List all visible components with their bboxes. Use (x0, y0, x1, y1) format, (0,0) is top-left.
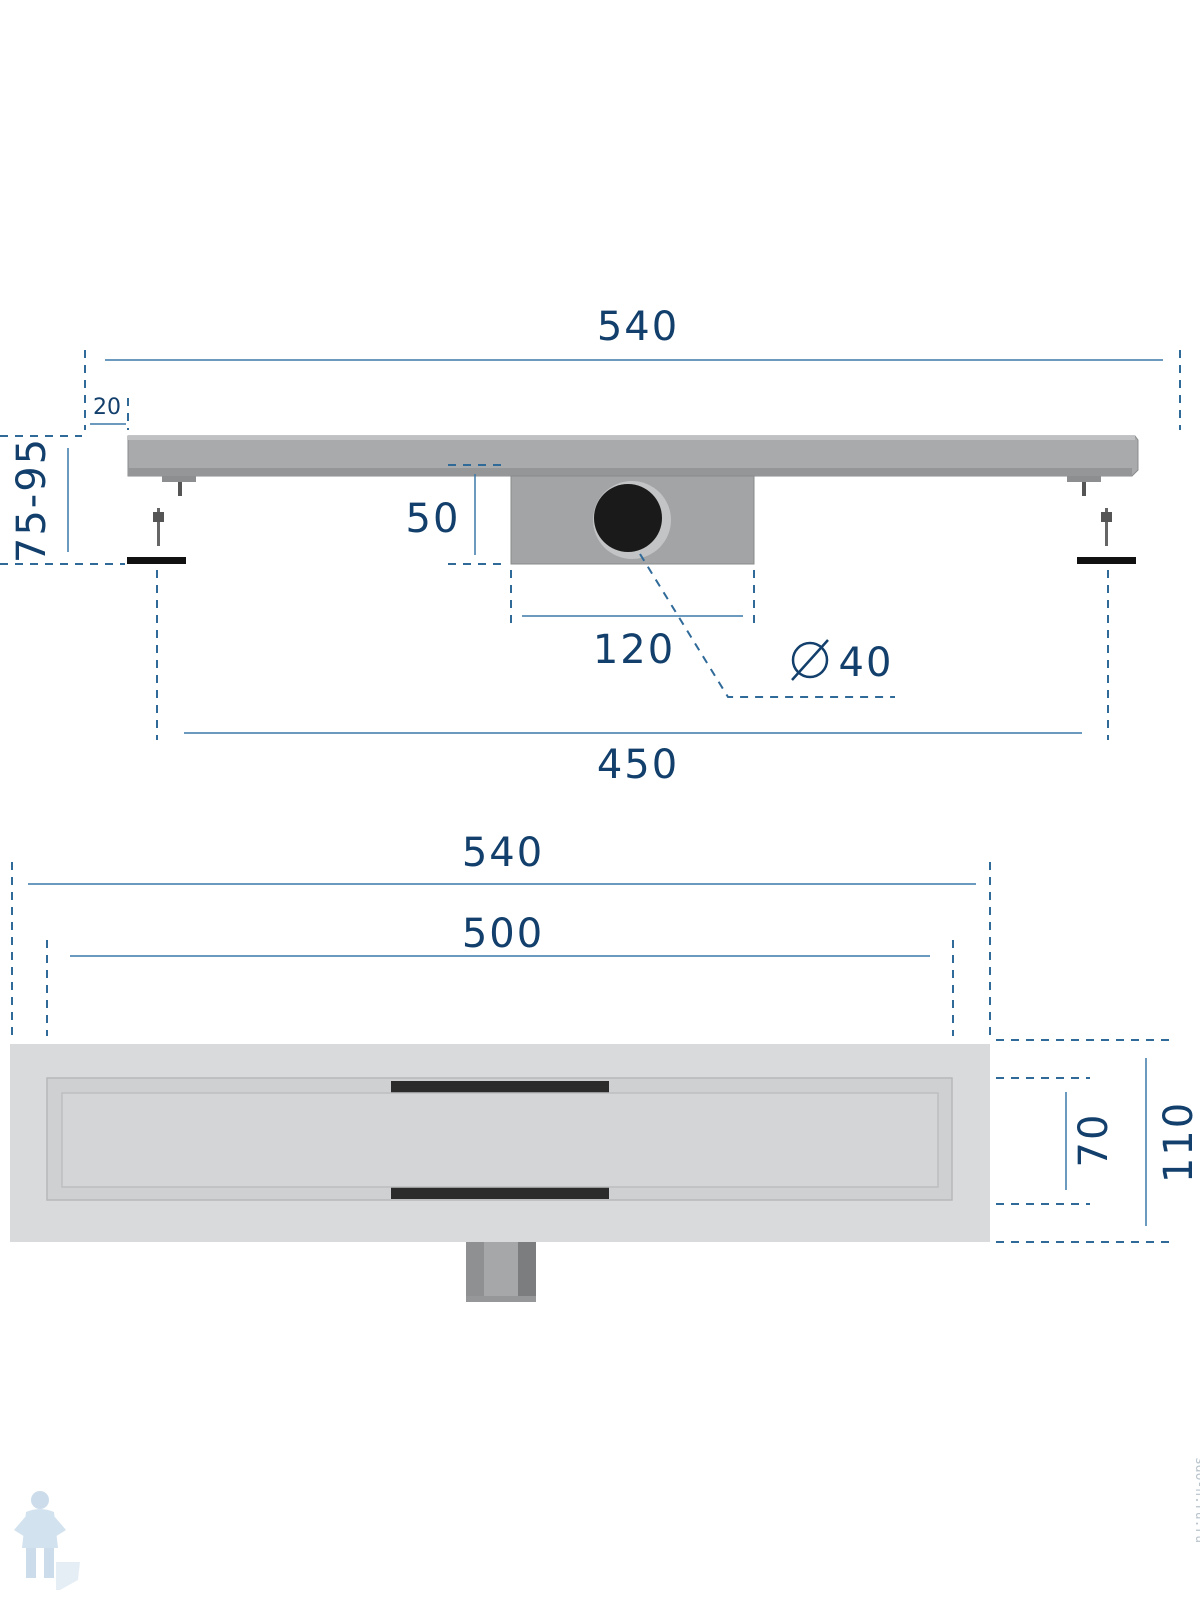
dim-label-40: 40 (839, 640, 894, 686)
dim-label-110: 110 (1156, 1101, 1200, 1183)
watermark-text: sdo-n.ru.ru (1192, 1457, 1200, 1543)
dim-label-70: 70 (1071, 1113, 1117, 1168)
channel-bottom-edge (128, 468, 1132, 476)
dim-label-500: 500 (462, 911, 544, 957)
right-foot-bracket (1067, 476, 1101, 482)
left-foot-nut (153, 512, 164, 522)
leader-line-40 (639, 553, 895, 698)
right-foot-rod (1105, 508, 1108, 546)
right-foot-nut (1101, 512, 1112, 522)
dim-label-20: 20 (93, 395, 121, 420)
grate-holder-bottom (391, 1187, 609, 1199)
channel-top-edge (128, 436, 1135, 440)
grate-panel (61, 1092, 939, 1188)
outlet-pipe-hole (594, 484, 662, 552)
dim-label-75-95: 75-95 (9, 437, 55, 563)
left-foot-bolt-top (178, 482, 182, 496)
left-foot-pad (127, 557, 186, 564)
right-foot-pad (1077, 557, 1136, 564)
dim-label-540-top: 540 (462, 830, 544, 876)
right-foot-bolt-top (1082, 482, 1086, 496)
grate-holder-top (391, 1081, 609, 1093)
left-foot-rod (157, 508, 160, 546)
dim-label-540-side: 540 (597, 304, 679, 350)
diameter-icon (791, 639, 829, 681)
top-view: 540 500 70 110 (10, 830, 1200, 1302)
dim-label-50: 50 (406, 496, 461, 542)
outlet-pipe-bottom (466, 1242, 536, 1302)
side-view: 540 20 75-95 50 (0, 304, 1181, 788)
dim-label-120: 120 (593, 627, 675, 673)
plumber-mascot-logo (14, 1491, 80, 1590)
dim-label-450: 450 (597, 742, 679, 788)
left-foot-bracket (162, 476, 196, 482)
